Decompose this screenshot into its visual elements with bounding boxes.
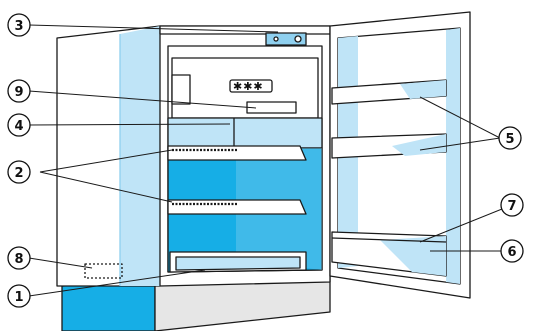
callout-label-5: 5	[505, 132, 514, 147]
cabinet-side-panel	[57, 26, 160, 286]
drip-tray	[168, 118, 322, 148]
callout-label-7: 7	[507, 199, 516, 214]
wire-shelf-lower	[168, 200, 306, 214]
callout-label-2: 2	[14, 166, 23, 181]
callout-8: 8	[8, 247, 30, 269]
callout-label-4: 4	[14, 119, 23, 134]
callout-2: 2	[8, 161, 30, 183]
callout-6: 6	[501, 240, 523, 262]
callout-label-6: 6	[507, 245, 516, 260]
callout-7: 7	[501, 194, 523, 216]
callout-label-9: 9	[14, 85, 23, 100]
star-rating: ✱✱✱	[233, 80, 264, 93]
control-panel	[266, 33, 306, 45]
callout-label-3: 3	[14, 19, 23, 34]
callout-label-1: 1	[14, 290, 23, 305]
callout-4: 4	[8, 114, 30, 136]
wire-shelf-upper	[168, 146, 306, 160]
callout-5: 5	[499, 127, 521, 149]
callout-label-8: 8	[14, 252, 23, 267]
callout-3: 3	[8, 14, 30, 36]
callout-9: 9	[8, 80, 30, 102]
crisper-drawer	[170, 252, 306, 272]
callout-1: 1	[8, 285, 30, 307]
